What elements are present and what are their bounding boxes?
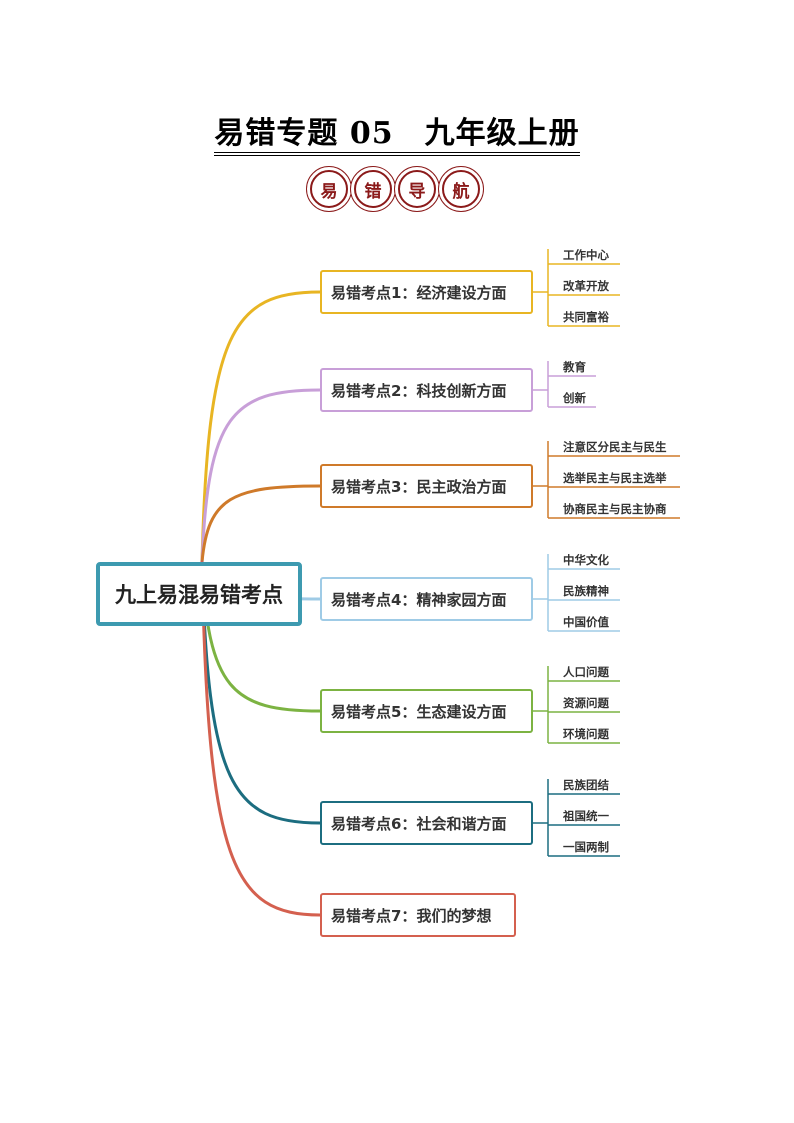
central-topic: 九上易混易错考点 [96, 562, 302, 626]
sub-item: 中华文化 [563, 553, 609, 567]
sub-item: 祖国统一 [563, 809, 609, 823]
topic-box: 易错考点2：科技创新方面 [320, 368, 533, 412]
nav-badge-char: 错 [354, 170, 392, 208]
branch-connector [200, 290, 322, 564]
topic-box: 易错考点5：生态建设方面 [320, 689, 533, 733]
sub-item: 教育 [563, 360, 586, 374]
nav-badge-char: 易 [310, 170, 348, 208]
nav-badges: 易 错 导 航 [306, 166, 484, 214]
topic-box: 易错考点3：民主政治方面 [320, 464, 533, 508]
sub-item: 工作中心 [563, 248, 609, 262]
topic-box: 易错考点6：社会和谐方面 [320, 801, 533, 845]
sub-item: 人口问题 [563, 665, 609, 679]
sub-item: 中国价值 [563, 615, 609, 629]
sub-item: 协商民主与民主协商 [563, 502, 667, 516]
sub-item: 创新 [563, 391, 586, 405]
nav-badge-char: 航 [442, 170, 480, 208]
branch-connector [200, 484, 322, 564]
topic-box: 易错考点4：精神家园方面 [320, 577, 533, 621]
sub-item: 环境问题 [563, 727, 609, 741]
sub-item: 选举民主与民主选举 [563, 471, 667, 485]
nav-badge: 易 [306, 166, 352, 212]
branch-connector [200, 388, 322, 564]
page-title: 易错专题 05 九年级上册 [0, 108, 794, 156]
sub-item: 一国两制 [563, 840, 609, 854]
nav-badge: 航 [438, 166, 484, 212]
page-title-text: 易错专题 05 九年级上册 [214, 116, 580, 156]
sub-item: 民族精神 [563, 584, 609, 598]
topic-box: 易错考点1：经济建设方面 [320, 270, 533, 314]
sub-item: 资源问题 [563, 696, 609, 710]
sub-item: 民族团结 [563, 778, 609, 792]
nav-badge: 导 [394, 166, 440, 212]
sub-item: 共同富裕 [563, 310, 609, 324]
branch-connector [200, 560, 322, 917]
topic-box: 易错考点7：我们的梦想 [320, 893, 516, 937]
nav-badge-char: 导 [398, 170, 436, 208]
sub-item: 注意区分民主与民生 [563, 440, 667, 454]
sub-item: 改革开放 [563, 279, 609, 293]
